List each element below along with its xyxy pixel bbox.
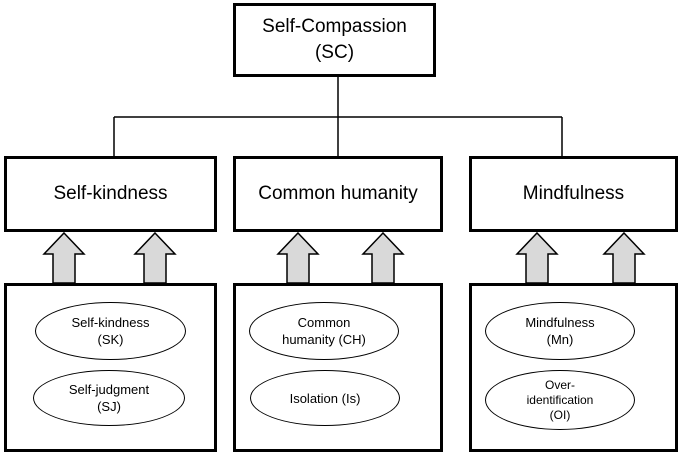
- ellipse-text-line: humanity (CH): [282, 332, 366, 347]
- ellipse-text-line: (SJ): [97, 399, 121, 414]
- self-compassion-box: Self-Compassion (SC): [233, 3, 436, 77]
- common-humanity-arrow-right: [361, 231, 405, 284]
- mindfulness-arrow-right: [602, 231, 646, 284]
- ellipse-text-line: Common: [297, 315, 351, 330]
- mindfulness-box: Mindfulness: [469, 156, 678, 232]
- ellipse-text-line: identification: [526, 392, 594, 407]
- subscale-ellipse-over-identification: Over- identification (OI): [485, 370, 635, 430]
- root-abbreviation: (SC): [314, 42, 355, 63]
- self-kindness-box: Self-kindness: [4, 156, 217, 232]
- self-kindness-arrow-right: [133, 231, 177, 284]
- root-title: Self-Compassion: [262, 16, 407, 37]
- component-label: Mindfulness: [522, 183, 625, 204]
- component-label: Self-kindness: [53, 183, 168, 204]
- mindfulness-subscale-box: Mindfulness (Mn) Over- identification (O…: [469, 283, 678, 452]
- ellipse-text-line: Self-kindness: [71, 315, 150, 330]
- common-humanity-subscale-box: Common humanity (CH) Isolation (Is): [233, 283, 443, 452]
- ellipse-text-line: (OI): [549, 407, 571, 422]
- component-label: Common humanity: [258, 183, 418, 204]
- ellipse-text-line: (Mn): [546, 332, 574, 347]
- subscale-ellipse-common-humanity: Common humanity (CH): [249, 302, 399, 360]
- subscale-ellipse-self-kindness: Self-kindness (SK): [35, 302, 186, 360]
- ellipse-text-line: Self-judgment: [68, 382, 150, 397]
- subscale-ellipse-self-judgment: Self-judgment (SJ): [33, 370, 185, 426]
- mindfulness-arrow-left: [515, 231, 559, 284]
- self-kindness-subscale-box: Self-kindness (SK) Self-judgment (SJ): [4, 283, 217, 452]
- ellipse-text-line: Mindfulness: [525, 315, 595, 330]
- subscale-ellipse-isolation: Isolation (Is): [250, 370, 400, 426]
- self-kindness-arrow-left: [42, 231, 86, 284]
- ellipse-text-line: Over-: [545, 377, 575, 392]
- common-humanity-box: Common humanity: [233, 156, 443, 232]
- ellipse-text-line: (SK): [97, 332, 124, 347]
- ellipse-text-line: Isolation (Is): [289, 390, 361, 406]
- common-humanity-arrow-left: [276, 231, 320, 284]
- subscale-ellipse-mindfulness: Mindfulness (Mn): [485, 302, 635, 360]
